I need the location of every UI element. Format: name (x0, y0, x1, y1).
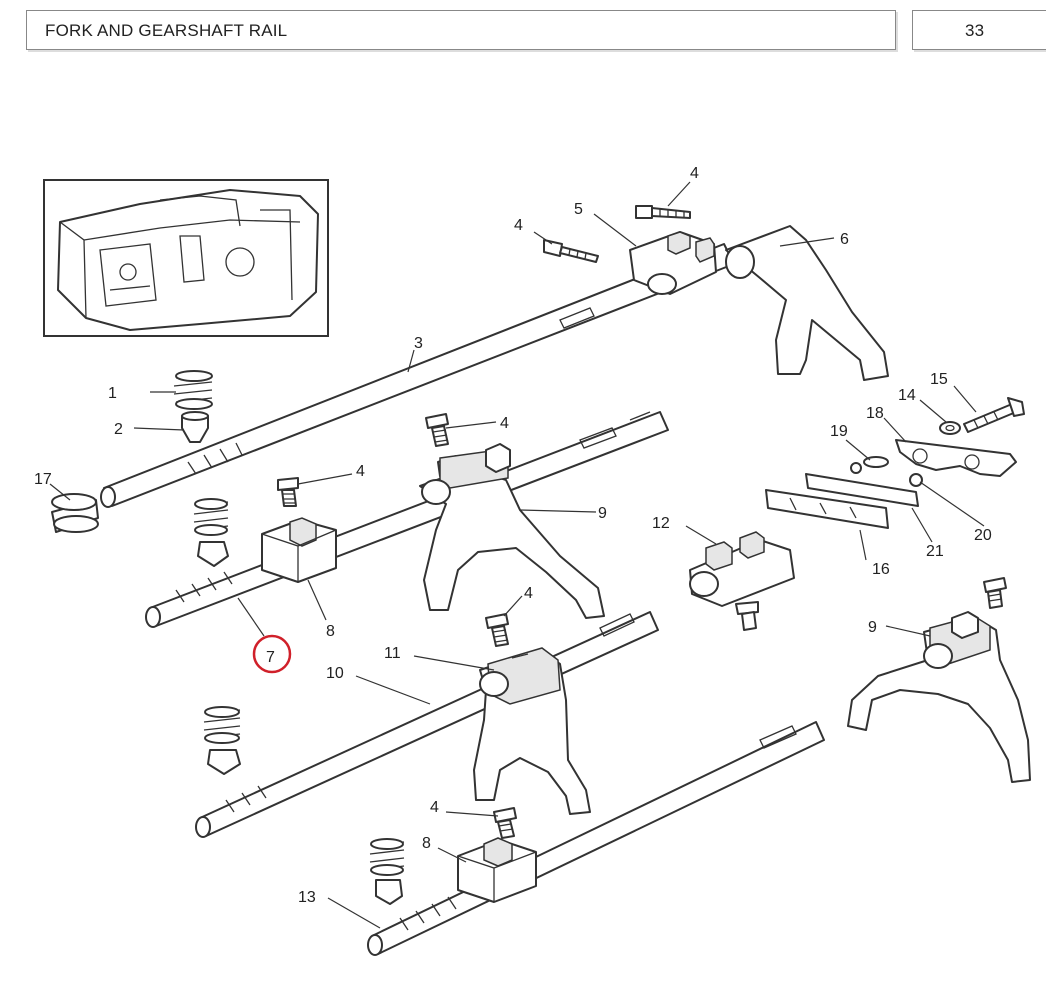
part-4-bolt-upper-left (543, 239, 599, 263)
callout-4-center: 4 (524, 585, 533, 602)
detent-spring-bottom (369, 838, 405, 905)
detent-spring-lower (203, 706, 241, 775)
part-8-rail-bracket (261, 517, 337, 583)
callout-4-bottom: 4 (430, 799, 439, 816)
part-9-shift-fork-right (847, 611, 1031, 783)
part-4-bolt-center-lower (485, 613, 509, 647)
callout-2: 2 (114, 421, 123, 438)
callout-10: 10 (326, 665, 344, 682)
part-4-bolt-top (635, 205, 691, 219)
callout-4-mid-right: 4 (500, 415, 509, 432)
part-1-detent-spring (173, 370, 213, 410)
part-15-bolt (963, 397, 1025, 433)
part-18-retainer-plate (895, 439, 1017, 477)
part-5-fork-bracket (629, 231, 717, 295)
part-4-bolt-bottom (493, 807, 517, 839)
part-19-interlock-pin (850, 456, 889, 474)
callout-9-center: 9 (598, 505, 607, 522)
callout-16: 16 (872, 561, 890, 578)
callout-11: 11 (384, 645, 401, 662)
part-16-interlock-plate (765, 489, 889, 529)
part-13-gearshaft-rail (367, 721, 825, 956)
part-11-shift-fork (473, 647, 591, 815)
page-number-box: 33 (912, 10, 1046, 50)
callout-9-right: 9 (868, 619, 877, 636)
callout-5: 5 (574, 201, 583, 218)
callout-4-mid-left: 4 (356, 463, 365, 480)
callout-6: 6 (840, 231, 849, 248)
callout-1: 1 (108, 385, 117, 402)
callout-labels: 4 4 5 6 3 1 2 17 4 4 9 7 8 12 4 11 10 9 … (34, 165, 992, 906)
part-4-bolt-mid-left (277, 477, 299, 507)
callout-14: 14 (898, 387, 916, 404)
highlight-circle (252, 634, 292, 674)
callout-4-upper: 4 (514, 217, 523, 234)
callout-12: 12 (652, 515, 670, 532)
callout-4-top: 4 (690, 165, 699, 182)
part-20-ball (909, 473, 923, 487)
inset-gearbox-housing (43, 179, 329, 337)
part-8-rail-bracket-lower (457, 837, 537, 903)
part-6-shift-fork (725, 225, 889, 381)
callout-3: 3 (414, 335, 423, 352)
part-4-bolt-right (983, 577, 1007, 609)
diagram-title: FORK AND GEARSHAFT RAIL (45, 21, 288, 40)
part-12-interlock-block (689, 531, 795, 631)
part-4-bolt-mid-right (425, 413, 449, 447)
callout-7: 7 (266, 649, 275, 666)
callout-8-upper: 8 (326, 623, 335, 640)
callout-8-lower: 8 (422, 835, 431, 852)
part-21-interlock-plate (805, 473, 919, 507)
leader-lines (49, 181, 985, 929)
callout-15: 15 (930, 371, 948, 388)
page-number: 33 (965, 21, 985, 40)
callout-20: 20 (974, 527, 992, 544)
callout-13: 13 (298, 889, 316, 906)
callout-21: 21 (926, 543, 944, 560)
part-2-detent-plunger (181, 411, 209, 443)
part-17-plug (51, 493, 99, 533)
callout-17: 17 (34, 471, 52, 488)
detent-spring-middle (193, 498, 229, 567)
part-14-washer (939, 421, 961, 435)
callout-19: 19 (830, 423, 848, 440)
callout-18: 18 (866, 405, 884, 422)
diagram-title-box: FORK AND GEARSHAFT RAIL (26, 10, 896, 50)
